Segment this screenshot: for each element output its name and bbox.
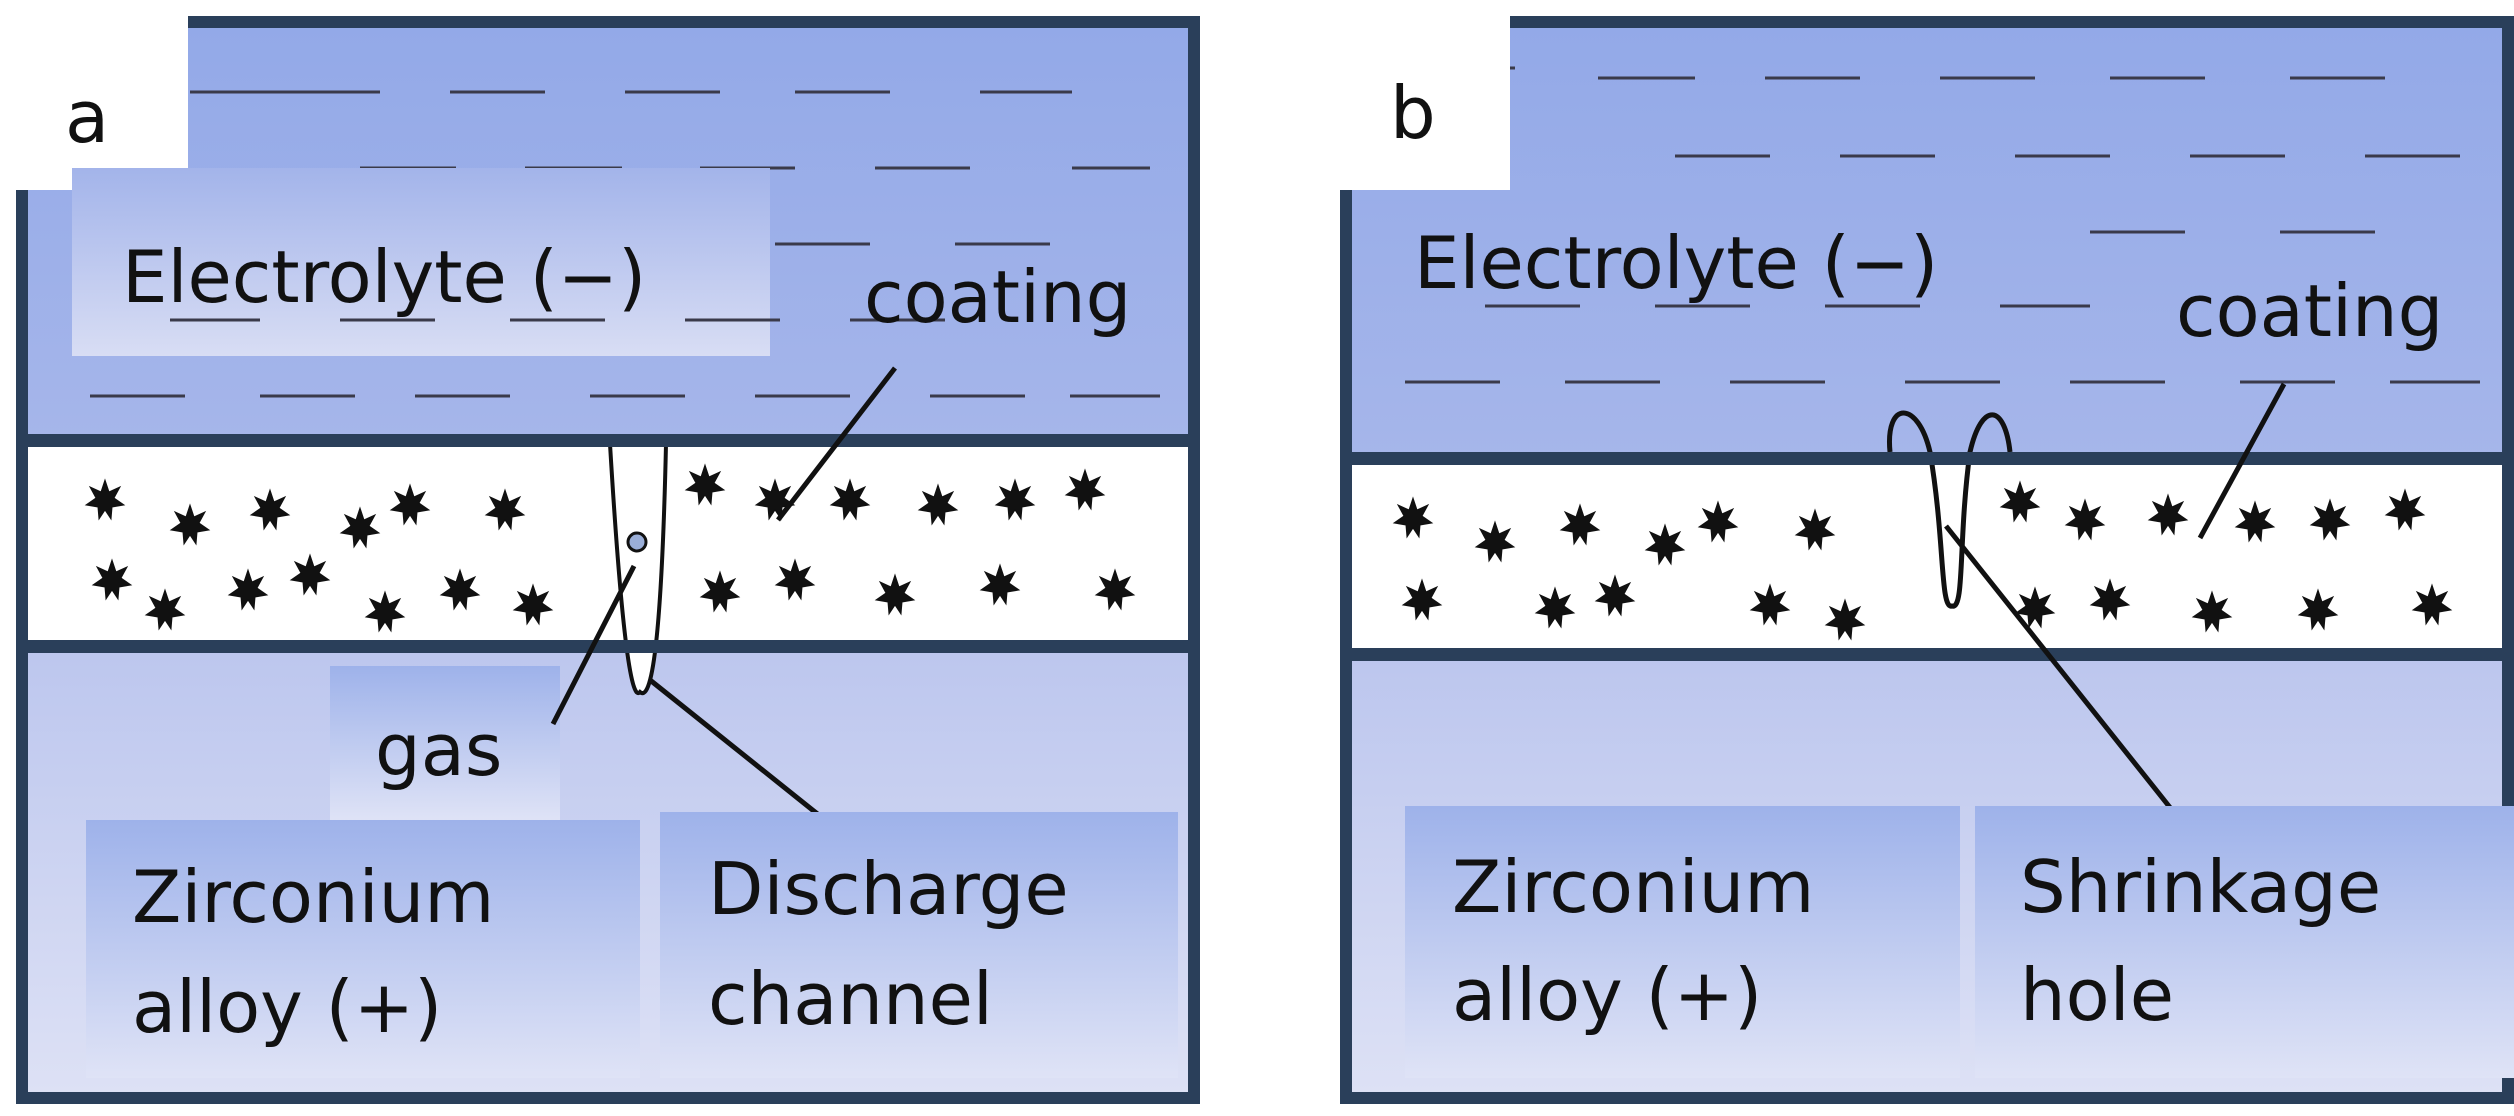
alloy-label-line1: Zirconium: [132, 855, 494, 939]
shrinkage-hole: [1887, 410, 2013, 609]
coating-leader-line: [776, 366, 897, 522]
coating-layer: [1352, 464, 2502, 656]
panel-b: b Electrolyte (−) coating Zirconium allo…: [1330, 0, 2514, 1104]
gas-label: gas: [375, 708, 502, 792]
panel-letter: a: [65, 75, 109, 159]
panel-letter-box: [0, 0, 188, 190]
panel-letter-box: [1330, 0, 1510, 190]
electrolyte-label: Electrolyte (−): [1414, 221, 1938, 305]
coating-layer: [28, 446, 1188, 642]
feature-label-line1: Discharge: [708, 847, 1069, 931]
feature-label-line1: Shrinkage: [2020, 845, 2381, 929]
discharge-channel: [607, 442, 669, 696]
coating-label: coating: [864, 255, 1131, 339]
feature-label-line2: channel: [708, 957, 993, 1041]
channel-leader-line: [648, 678, 842, 834]
alloy-label-line2: alloy (+): [1452, 953, 1762, 1037]
electrolyte-label: Electrolyte (−): [122, 235, 646, 319]
alloy-label-line1: Zirconium: [1452, 845, 1814, 929]
panel-a: a Electrolyte (−) coating gas Zirconium …: [0, 0, 1200, 1104]
panel-letter: b: [1390, 71, 1436, 155]
coating-label: coating: [2176, 269, 2443, 353]
electrolyte-dashes: [1405, 66, 2480, 384]
coating-leader-line: [2197, 382, 2287, 540]
electrolyte-region: [1352, 28, 2502, 464]
gas-bubble: [626, 531, 648, 553]
alloy-label-line2: alloy (+): [132, 965, 442, 1049]
gas-leader-line: [550, 564, 637, 726]
hole-leader-line: [1944, 524, 2174, 812]
feature-label-line2: hole: [2020, 953, 2174, 1037]
